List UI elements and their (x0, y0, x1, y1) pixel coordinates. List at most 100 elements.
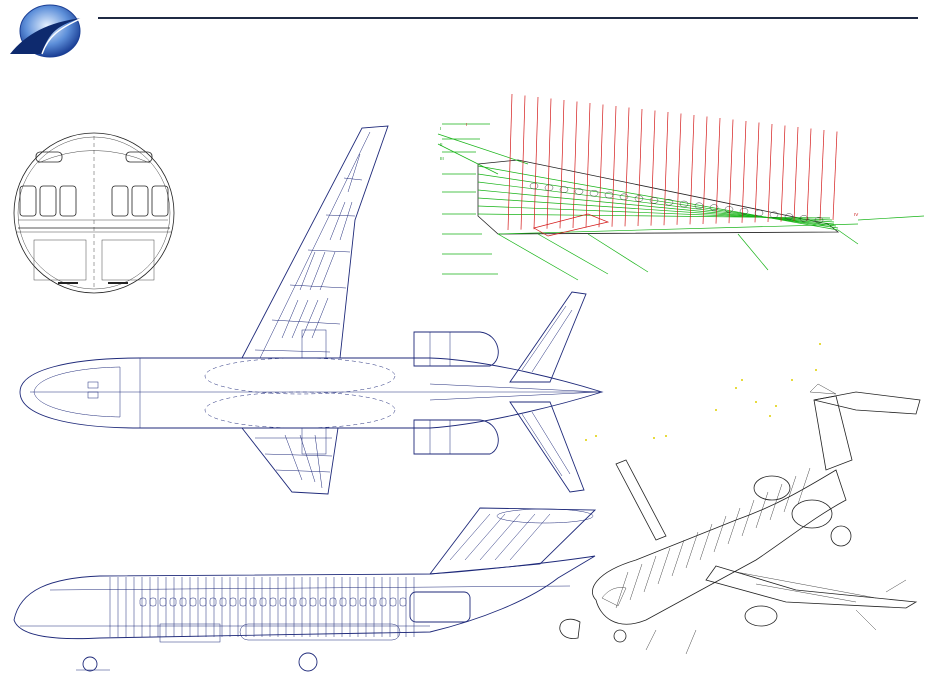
drawing-stroke (741, 499, 755, 537)
drawing-stroke (559, 99, 565, 229)
drawing-stroke (735, 387, 737, 389)
drawing-stroke (739, 207, 749, 215)
drawing-stroke (199, 597, 207, 607)
drawing-stroke (349, 597, 357, 607)
drawing-stroke (755, 491, 769, 529)
drawing-stroke (769, 483, 783, 521)
drawing-stroke (259, 597, 267, 607)
drawing-stroke (369, 597, 377, 607)
drawing-stroke (149, 597, 157, 607)
drawing-stroke (279, 597, 287, 607)
drawing-stroke (713, 515, 727, 553)
drawing-stroke (637, 108, 643, 227)
svg-text:I: I (466, 122, 467, 127)
drawing-stroke (598, 104, 604, 228)
drawing-stroke (319, 597, 327, 607)
drawing-stroke (624, 107, 630, 227)
drawing-stroke (629, 563, 643, 601)
header-rule (98, 17, 918, 19)
drawing-stroke (399, 597, 407, 607)
drawing-stroke (507, 93, 513, 231)
drawing-stroke (546, 98, 552, 229)
drawing-stroke (689, 114, 695, 225)
drawing-stroke (780, 125, 786, 222)
drawing-stroke (783, 475, 797, 513)
drawing-stroke (529, 182, 539, 190)
drawing-stroke (709, 204, 719, 211)
drawing-stroke (679, 200, 689, 208)
drawing-stroke (728, 119, 734, 224)
drawing-stroke (269, 597, 277, 607)
drawing-stroke (755, 401, 757, 403)
drawing-stroke (229, 597, 237, 607)
drawing-stroke (814, 216, 824, 224)
drawing-stroke (685, 531, 699, 569)
drawing-stroke (797, 467, 811, 505)
drawing-stroke (819, 129, 825, 221)
drawing-stroke (715, 409, 717, 411)
drawing-stroke (754, 122, 760, 223)
drawing-stroke (767, 123, 773, 223)
drawing-stroke (754, 209, 764, 217)
drawing-stroke (209, 597, 217, 607)
drawing-stroke (702, 116, 708, 225)
drawing-stroke (239, 597, 247, 607)
svg-text:I: I (440, 126, 441, 131)
drawing-stroke (671, 539, 685, 577)
wing-structure-diagram: I IV I II III (437, 93, 925, 281)
drawing-stroke (544, 184, 554, 192)
drawing-stroke (649, 197, 659, 204)
drawing-stroke (249, 597, 257, 607)
drawing-stroke (533, 96, 539, 230)
drawing-stroke (724, 206, 734, 213)
drawing-stroke (784, 213, 794, 220)
drawing-stroke (634, 195, 644, 202)
drawing-stroke (585, 439, 587, 441)
drawing-stroke (589, 189, 599, 197)
drawing-stroke (799, 215, 809, 222)
drawing-stroke (219, 597, 227, 607)
drawing-stroke (585, 102, 591, 228)
drawing-stroke (309, 597, 317, 607)
drawing-stroke (664, 198, 674, 206)
aircraft-plan-view (19, 125, 604, 495)
drawing-stroke (189, 597, 197, 607)
drawing-stroke (653, 437, 655, 439)
drawing-stroke (791, 379, 793, 381)
drawing-stroke (769, 415, 771, 417)
drawing-stroke (595, 435, 597, 437)
drawing-stroke (520, 95, 526, 230)
drawing-stroke (643, 555, 657, 593)
drawing-stroke (815, 369, 817, 371)
drawing-stroke (299, 597, 307, 607)
drawing-stroke (657, 547, 671, 585)
drawing-stroke (741, 120, 747, 223)
svg-text:II: II (440, 142, 443, 147)
drawing-stroke (741, 379, 743, 381)
fuselage-cross-section (13, 132, 175, 294)
drawing-stroke (793, 126, 799, 222)
drawing-stroke (604, 191, 614, 199)
drawing-stroke (159, 597, 167, 607)
drawing-stroke (619, 193, 629, 201)
drawing-stroke (339, 597, 347, 607)
drawing-stroke (665, 435, 667, 437)
drawing-stroke (169, 597, 177, 607)
drawing-stroke (650, 110, 656, 226)
drawing-stroke (389, 597, 397, 607)
drawing-stroke (179, 597, 187, 607)
aircraft-side-view (13, 507, 597, 672)
drawing-stroke (379, 597, 387, 607)
svg-text:III: III (440, 156, 444, 161)
drawing-stroke (329, 597, 337, 607)
drawing-stroke (806, 128, 812, 221)
drawing-stroke (775, 405, 777, 407)
drawing-stroke (699, 523, 713, 561)
company-logo-icon (10, 4, 83, 58)
drawing-stroke (559, 186, 569, 193)
drawing-stroke (611, 105, 617, 227)
drawing-stroke (359, 597, 367, 607)
drawing-stroke (289, 597, 297, 607)
drawing-stroke (832, 131, 838, 221)
drawing-stroke (694, 202, 704, 210)
